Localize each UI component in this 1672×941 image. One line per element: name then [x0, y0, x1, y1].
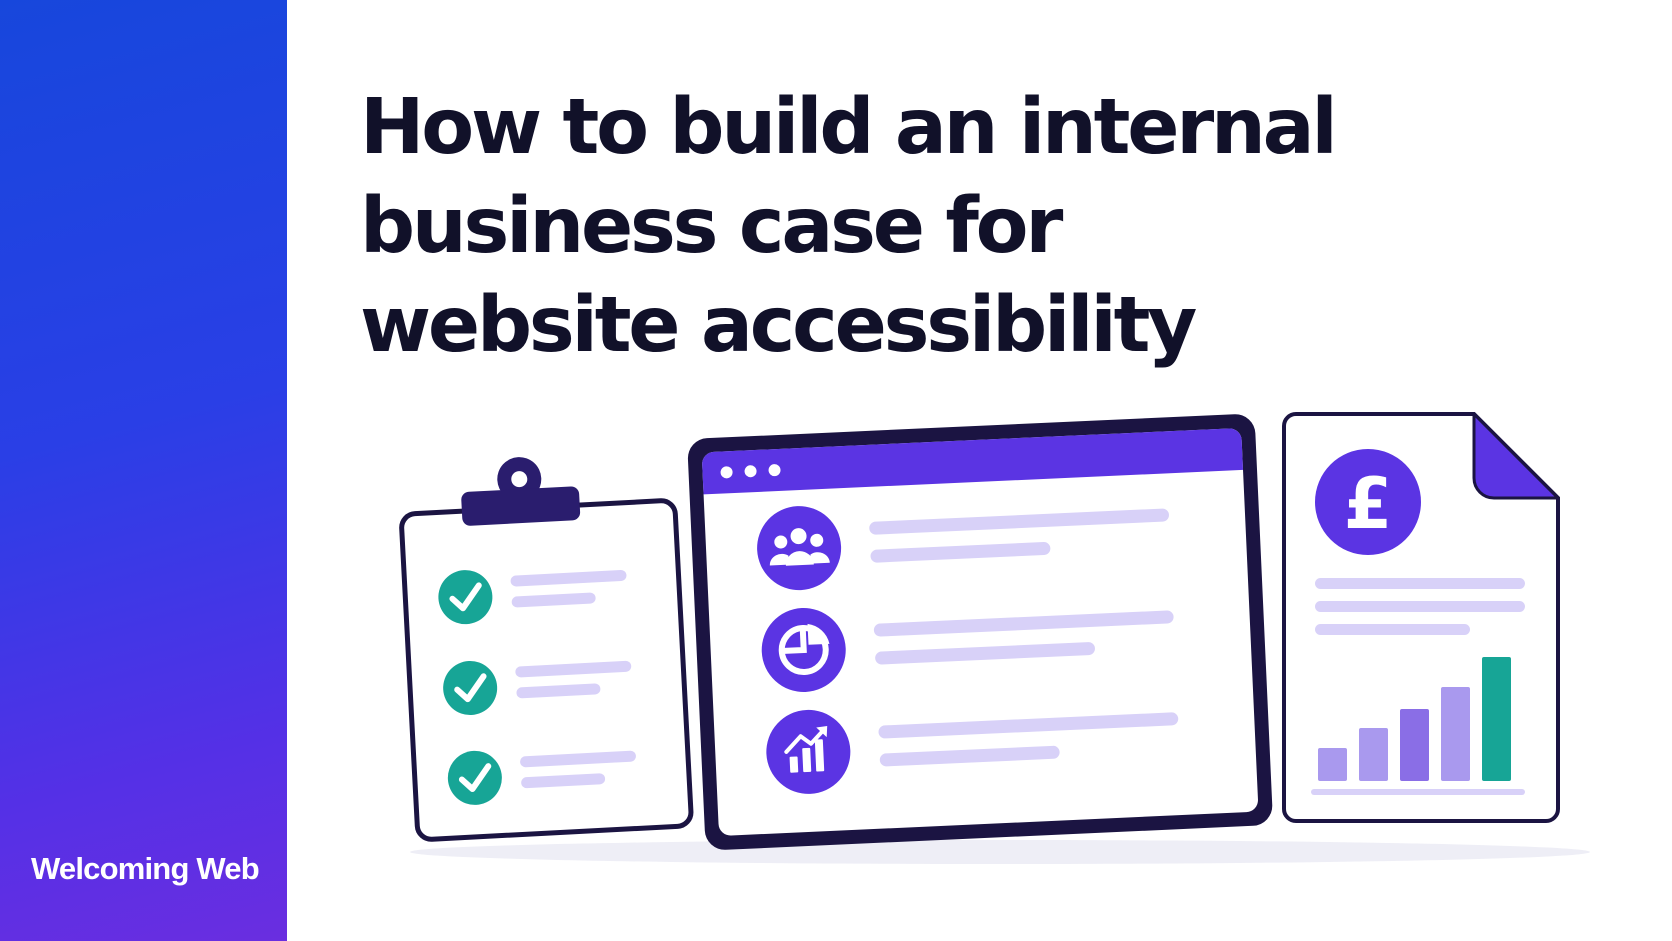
- browser-titlebar: [702, 428, 1244, 495]
- report-bar: [1482, 657, 1511, 781]
- checklist-item: [447, 750, 636, 805]
- title-line: business case for: [360, 182, 1063, 271]
- clipboard-clip: [461, 486, 581, 526]
- report-bar: [1318, 748, 1347, 781]
- checklist-item: [438, 569, 627, 625]
- browser-row: [757, 506, 1169, 591]
- report-bar: [1441, 687, 1470, 781]
- checklist-item: [443, 660, 632, 716]
- pie-chart-icon: [778, 623, 830, 676]
- brand-sidebar: Welcoming Web: [0, 0, 287, 941]
- report-bar: [1359, 728, 1388, 781]
- report-bar: [1400, 709, 1429, 781]
- window-dot: [720, 466, 733, 479]
- floor-shadow: [410, 840, 1590, 864]
- chart-baseline: [1311, 789, 1525, 795]
- checklist-clipboard: [399, 457, 694, 842]
- browser-row: [766, 709, 1179, 794]
- brand-name: Welcoming Web: [31, 851, 260, 886]
- browser-row: [761, 608, 1174, 693]
- users-icon: [769, 528, 830, 566]
- pound-badge: [1315, 449, 1421, 555]
- window-dot: [744, 465, 757, 478]
- title-line: website accessibility: [360, 281, 1197, 370]
- financial-report: £: [1282, 412, 1560, 823]
- report-bar-chart: [1318, 657, 1511, 781]
- title-line: How to build an internal: [360, 83, 1338, 172]
- folded-corner: [1472, 412, 1560, 500]
- browser-window: [687, 414, 1273, 850]
- pound-icon: £: [1344, 463, 1393, 545]
- window-dot: [768, 464, 781, 477]
- growth-chart-icon: [784, 726, 828, 773]
- page-title: How to build an internal business case f…: [360, 78, 1360, 375]
